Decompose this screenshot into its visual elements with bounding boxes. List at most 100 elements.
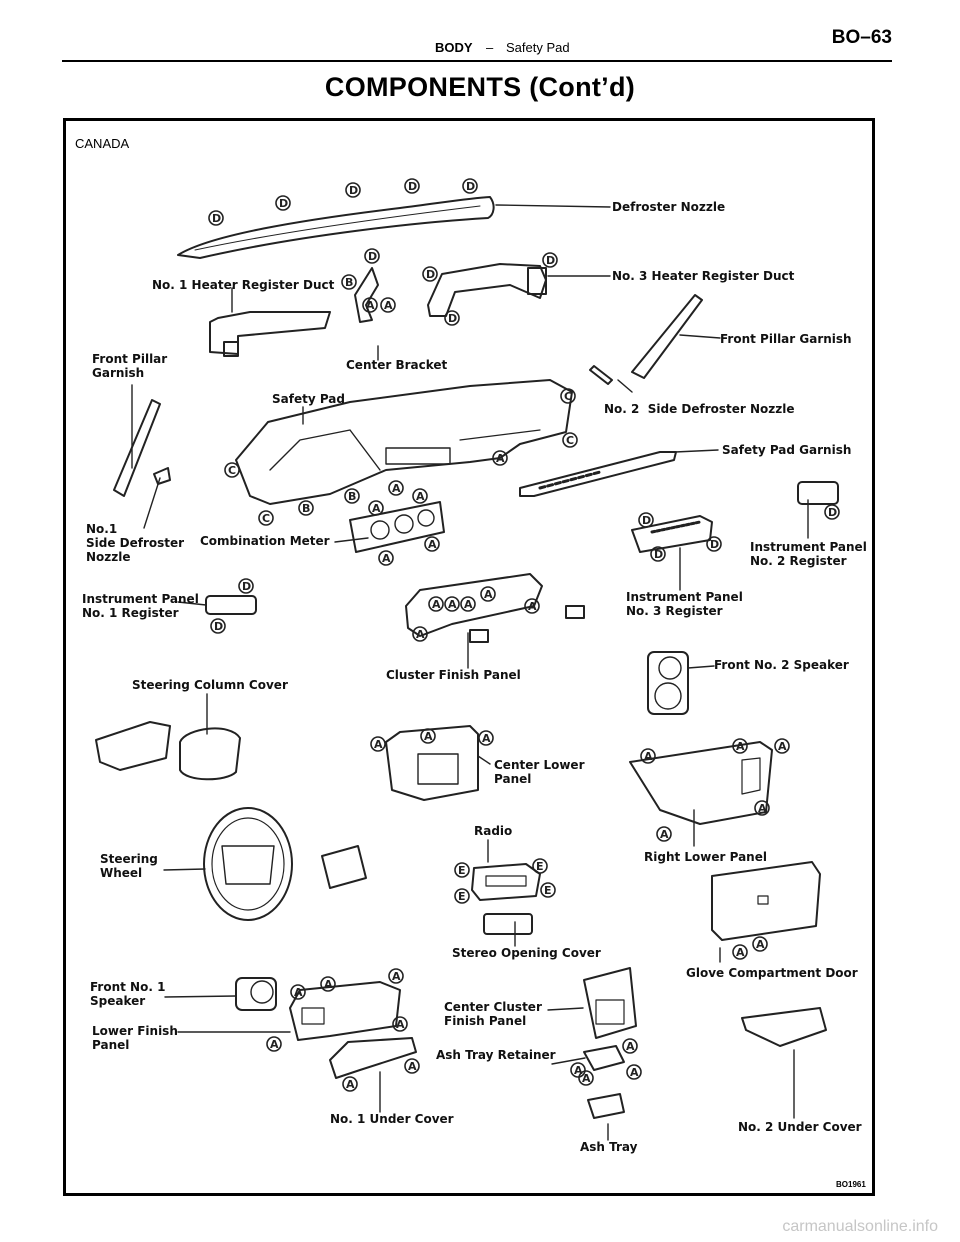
marker-d: D	[542, 252, 558, 268]
marker-a: A	[404, 1058, 420, 1074]
svg-text:A: A	[660, 828, 669, 841]
svg-text:A: A	[582, 1072, 591, 1085]
svg-text:A: A	[416, 490, 425, 503]
defroster-nozzle-part	[177, 196, 495, 259]
svg-text:C: C	[566, 434, 574, 447]
marker-d: D	[404, 178, 420, 194]
header-separator: –	[486, 40, 494, 55]
svg-text:D: D	[828, 506, 837, 519]
svg-text:D: D	[279, 197, 288, 210]
lower-finish-panel-part	[289, 981, 401, 1041]
no1-heater-register-duct-part	[209, 311, 331, 357]
center-lower-panel-part	[385, 725, 479, 801]
marker-a: A	[524, 598, 540, 614]
label-front-pillar-garnish-right: Front Pillar Garnish	[720, 332, 852, 346]
label-no2-side-defroster-nozzle: No. 2 Side Defroster Nozzle	[604, 402, 795, 416]
svg-text:A: A	[382, 552, 391, 565]
svg-text:A: A	[408, 1060, 417, 1073]
svg-text:A: A	[392, 482, 401, 495]
svg-text:E: E	[458, 890, 466, 903]
svg-text:A: A	[778, 740, 787, 753]
marker-a: A	[492, 450, 508, 466]
label-center-lower-panel: Center Lower Panel	[494, 758, 585, 786]
no2-under-cover-part	[741, 1007, 827, 1047]
leader-lines	[131, 204, 809, 1141]
label-safety-pad-garnish: Safety Pad Garnish	[722, 443, 852, 457]
label-combination-meter: Combination Meter	[200, 534, 330, 548]
svg-text:A: A	[384, 299, 393, 312]
no3-heater-register-duct-part	[427, 263, 547, 317]
marker-a: A	[774, 738, 790, 754]
marker-d: D	[462, 178, 478, 194]
marker-d: D	[638, 512, 654, 528]
label-lower-finish-panel: Lower Finish Panel	[92, 1024, 178, 1052]
center-cluster-finish-panel-part	[583, 967, 637, 1039]
marker-e: E	[540, 882, 556, 898]
center-bracket-part	[354, 267, 379, 323]
marker-d: D	[275, 195, 291, 211]
svg-text:A: A	[496, 452, 505, 465]
label-ash-tray: Ash Tray	[580, 1140, 638, 1154]
label-no1-under-cover: No. 1 Under Cover	[330, 1112, 454, 1126]
marker-c: C	[258, 510, 274, 526]
label-no1-heater-register-duct: No. 1 Heater Register Duct	[152, 278, 335, 292]
label-steering-column-cover: Steering Column Cover	[132, 678, 288, 692]
svg-text:A: A	[758, 802, 767, 815]
front-no2-speaker-part	[647, 651, 689, 715]
marker-a: A	[428, 596, 444, 612]
svg-text:E: E	[536, 860, 544, 873]
svg-text:A: A	[626, 1040, 635, 1053]
label-no2-under-cover: No. 2 Under Cover	[738, 1120, 862, 1134]
marker-a: A	[420, 728, 436, 744]
marker-c: C	[224, 462, 240, 478]
steering-wheel-part	[203, 807, 367, 921]
svg-text:A: A	[644, 750, 653, 763]
label-center-bracket: Center Bracket	[346, 358, 448, 372]
svg-text:D: D	[546, 254, 555, 267]
svg-text:A: A	[324, 978, 333, 991]
stereo-opening-cover-part	[483, 913, 533, 935]
marker-d: D	[208, 210, 224, 226]
label-instrument-panel-no1-register: Instrument Panel No. 1 Register	[82, 592, 199, 620]
region-label: CANADA	[75, 136, 130, 151]
marker-a: A	[754, 800, 770, 816]
svg-text:D: D	[242, 580, 251, 593]
marker-d: D	[210, 618, 226, 634]
marker-a: A	[388, 968, 404, 984]
front-no1-speaker-part	[235, 977, 277, 1011]
svg-text:A: A	[482, 732, 491, 745]
marker-a: A	[266, 1036, 282, 1052]
marker-e: E	[454, 888, 470, 904]
label-steering-wheel: Steering Wheel	[100, 852, 158, 880]
label-front-no1-speaker: Front No. 1 Speaker	[90, 980, 166, 1008]
svg-text:A: A	[574, 1064, 583, 1077]
svg-text:D: D	[426, 268, 435, 281]
marker-d: D	[238, 578, 254, 594]
safety-pad-part	[235, 379, 573, 505]
radio-part	[471, 863, 541, 901]
ip-no3-register-part	[631, 515, 713, 553]
label-instrument-panel-no3-register: Instrument Panel No. 3 Register	[626, 590, 743, 618]
svg-text:C: C	[564, 390, 572, 403]
svg-text:A: A	[736, 740, 745, 753]
svg-text:D: D	[368, 250, 377, 263]
ash-tray-retainer-part	[583, 1045, 625, 1071]
svg-text:A: A	[756, 938, 765, 951]
svg-text:C: C	[262, 512, 270, 525]
marker-a: A	[388, 480, 404, 496]
label-center-cluster-finish-panel: Center Cluster Finish Panel	[444, 1000, 542, 1028]
label-safety-pad: Safety Pad	[272, 392, 345, 406]
marker-a: A	[752, 936, 768, 952]
marker-d: D	[824, 504, 840, 520]
marker-a: A	[370, 736, 386, 752]
svg-text:A: A	[464, 598, 473, 611]
glove-compartment-door-part	[711, 861, 821, 941]
marker-a: A	[622, 1038, 638, 1054]
svg-text:A: A	[630, 1066, 639, 1079]
marker-a: A	[342, 1076, 358, 1092]
label-cluster-finish-panel: Cluster Finish Panel	[386, 668, 521, 682]
marker-a: A	[412, 488, 428, 504]
marker-a: A	[460, 596, 476, 612]
svg-text:A: A	[366, 299, 375, 312]
marker-d: D	[364, 248, 380, 264]
